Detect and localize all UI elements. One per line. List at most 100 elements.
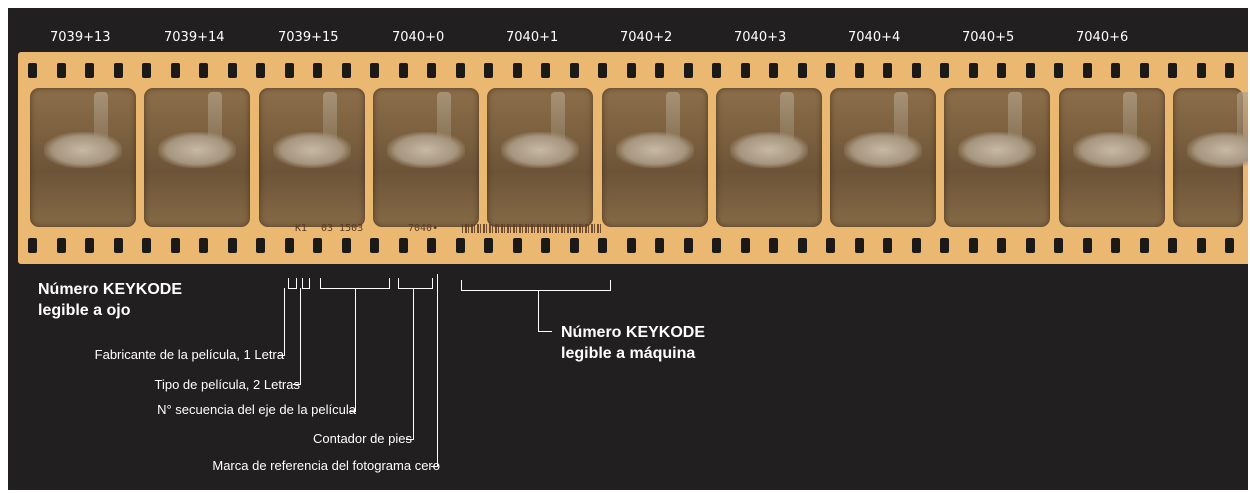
- perforation: [1197, 238, 1206, 253]
- perforation: [1197, 63, 1206, 78]
- perforation: [627, 63, 636, 78]
- label-film-type: Tipo de película, 2 Letras: [155, 377, 301, 392]
- eye-readable-title: Número KEYKODE legible a ojo: [38, 279, 182, 321]
- label-manufacturer: Fabricante de la película, 1 Letra: [95, 347, 284, 362]
- perforation: [1225, 63, 1234, 78]
- perforation: [655, 63, 664, 78]
- perforation: [427, 238, 436, 253]
- perforation: [541, 238, 550, 253]
- perforation: [456, 63, 465, 78]
- perforation: [1111, 63, 1120, 78]
- perforation: [285, 238, 294, 253]
- frame-figure: [1187, 132, 1248, 168]
- edge-print-type-sequence: 03 1503: [321, 223, 363, 234]
- perforation: [57, 63, 66, 78]
- perforation: [1026, 63, 1035, 78]
- perforation: [798, 63, 807, 78]
- film-strip-content: [18, 52, 1248, 264]
- perforation: [28, 238, 37, 253]
- perforation: [114, 238, 123, 253]
- frame-figure: [273, 132, 351, 168]
- perforation: [256, 238, 265, 253]
- perforation: [598, 63, 607, 78]
- perforation: [826, 238, 835, 253]
- film-frame: [830, 88, 936, 227]
- perforation: [855, 238, 864, 253]
- frame-number: 7039+15: [278, 30, 339, 45]
- perforation: [313, 63, 322, 78]
- edge-print-counter: 7040•: [408, 223, 438, 234]
- perforation: [598, 238, 607, 253]
- perforation: [769, 63, 778, 78]
- perforation: [1168, 238, 1177, 253]
- perforation: [627, 238, 636, 253]
- machine-readable-title-line1: Número KEYKODE: [561, 322, 705, 343]
- perforation: [1140, 238, 1149, 253]
- perforation: [199, 63, 208, 78]
- perforation: [883, 238, 892, 253]
- label-zero-mark: Marca de referencia del fotograma cero: [212, 458, 440, 473]
- perforation: [1111, 238, 1120, 253]
- eye-readable-title-line1: Número KEYKODE: [38, 279, 182, 300]
- film-frame: [602, 88, 708, 227]
- perforation: [399, 238, 408, 253]
- perforation: [997, 63, 1006, 78]
- perforation: [484, 63, 493, 78]
- film-frame: [373, 88, 479, 227]
- film-frame: [487, 88, 593, 227]
- frame-number: 7040+2: [620, 30, 672, 45]
- perforation: [28, 63, 37, 78]
- frame-number: 7040+6: [1076, 30, 1128, 45]
- frame-figure: [730, 132, 808, 168]
- eye-readable-title-line2: legible a ojo: [38, 300, 182, 321]
- perforation: [456, 238, 465, 253]
- machine-readable-title-line2: legible a máquina: [561, 343, 705, 364]
- film-frame: [1173, 88, 1243, 227]
- perforation: [712, 63, 721, 78]
- frame-number: 7040+1: [506, 30, 558, 45]
- perforation: [826, 63, 835, 78]
- perforation: [285, 63, 294, 78]
- perforation: [427, 63, 436, 78]
- perforation: [883, 63, 892, 78]
- perforation: [228, 238, 237, 253]
- perforation: [399, 63, 408, 78]
- perforation: [256, 63, 265, 78]
- perforation: [114, 63, 123, 78]
- film-frame: [144, 88, 250, 227]
- perforation: [342, 63, 351, 78]
- perforation: [969, 238, 978, 253]
- perforation: [798, 238, 807, 253]
- perforation: [940, 63, 949, 78]
- perforation: [171, 63, 180, 78]
- perforation: [769, 238, 778, 253]
- perforation: [370, 238, 379, 253]
- perforation: [1054, 238, 1063, 253]
- perforation: [513, 63, 522, 78]
- perforation: [199, 238, 208, 253]
- frame-number: 7039+13: [50, 30, 111, 45]
- perforation: [541, 63, 550, 78]
- frame-figure: [1073, 132, 1151, 168]
- perforation: [712, 238, 721, 253]
- perforation: [228, 63, 237, 78]
- perforation: [342, 238, 351, 253]
- frame-figure: [616, 132, 694, 168]
- frame-figure: [501, 132, 579, 168]
- frame-number: 7039+14: [164, 30, 225, 45]
- frame-figure: [158, 132, 236, 168]
- perforation: [940, 238, 949, 253]
- perforation: [313, 238, 322, 253]
- diagram-panel: 7039+137039+147039+157040+07040+17040+27…: [8, 8, 1248, 490]
- label-sequence: N° secuencia del eje de la película: [157, 402, 356, 417]
- perforation: [1168, 63, 1177, 78]
- perforation: [171, 238, 180, 253]
- perforation: [684, 238, 693, 253]
- frame-number: 7040+3: [734, 30, 786, 45]
- film-frame: [716, 88, 822, 227]
- perforation: [997, 238, 1006, 253]
- perforation: [1083, 63, 1092, 78]
- frame-figure: [44, 132, 122, 168]
- film-frame: [1059, 88, 1165, 227]
- perforation: [1225, 238, 1234, 253]
